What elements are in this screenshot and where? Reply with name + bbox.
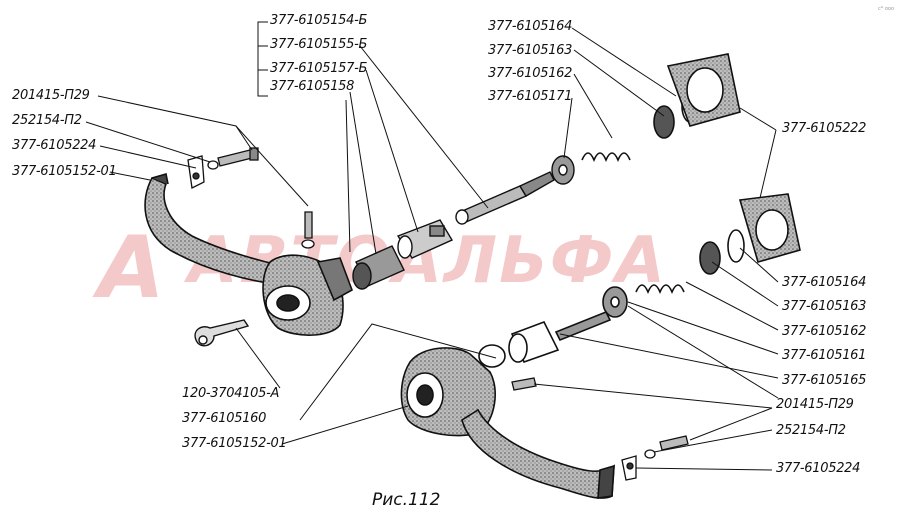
right-bolt-small [511,377,537,391]
label-top-5164: 377-6105164 [488,19,573,34]
figure-caption: Рис.112 [372,490,441,510]
label-left-handle: 377-6105152-01 [12,164,117,179]
upper-cylinder-assembly [352,155,575,290]
left-cap [187,155,205,189]
left-fasteners [187,147,315,249]
upper-spring-group [581,53,741,163]
left-handle-assembly [144,172,353,336]
label-left-washer: 252154-П2 [12,113,82,128]
upper-shaft [458,185,528,223]
left-handle-arm-edge [151,172,169,185]
label-bottom-5160: 377-6105160 [182,411,267,426]
label-right-5161: 377-6105161 [782,348,867,363]
label-top-5163: 377-6105163 [488,43,573,58]
upper-spring [581,152,631,163]
label-group-top-4: 377-6105158 [270,79,355,94]
key-drawing [194,319,250,347]
corner-mark: c* ooo [878,6,895,12]
right-spring [635,284,685,295]
label-key: 120-3704105-А [182,386,280,401]
right-fasteners [511,377,689,481]
right-lock-ring [727,229,745,263]
upper-cylinder-tab [429,225,445,237]
right-handle-assembly [400,193,801,499]
right-shaft [554,310,612,342]
left-bolt-2 [304,211,313,239]
label-right-5164: 377-6105164 [782,275,867,290]
left-handle-neck [316,257,353,302]
right-handle-arm [461,408,615,499]
label-right-gasket: 377-6105222 [782,121,867,136]
label-right-washer: 252154-П2 [776,423,846,438]
label-left-cap: 377-6105224 [12,138,97,153]
label-bottom-handle: 377-6105152-01 [182,436,287,451]
label-top-5171: 377-6105171 [488,89,573,104]
label-left-bolt: 201415-П29 [12,88,90,103]
label-right-5162: 377-6105162 [782,324,867,339]
label-group-top-2: 377-6105155-Б [270,37,368,52]
label-group-top-1: 377-6105154-Б [270,13,368,28]
label-right-5163: 377-6105163 [782,299,867,314]
leader-lines [85,21,779,471]
left-bolt [217,149,253,167]
label-right-bolt: 201415-П29 [776,397,854,412]
label-right-5165: 377-6105165 [782,373,867,388]
upper-shaft-tip [519,171,555,197]
right-o-ring [478,344,506,368]
right-bolt [659,435,689,451]
upper-retainer-ring [653,105,675,139]
label-top-5162: 377-6105162 [488,66,573,81]
left-washer [207,160,219,170]
right-washer [644,449,656,459]
label-group-top-3: 377-6105157-Б [270,61,368,76]
right-retainer-ring [699,241,721,275]
label-right-cap: 377-6105224 [776,461,861,476]
